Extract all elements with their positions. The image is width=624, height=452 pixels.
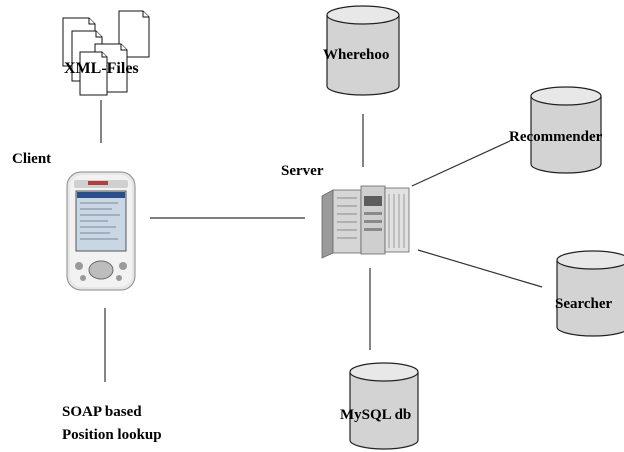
server-label: Server [281, 163, 324, 179]
client-label: Client [12, 151, 51, 167]
recommender-label: Recommender [509, 129, 603, 145]
searcher-label: Searcher [555, 296, 613, 312]
edge-server-recommender [411, 140, 511, 187]
pda-icon [66, 171, 136, 291]
searcher-database-icon [556, 250, 624, 337]
server-rack-icon [321, 185, 410, 259]
xml-files-label: XML-Files [64, 60, 139, 77]
mysql-label: MySQL db [340, 407, 411, 423]
soap-lookup-line-2: Position lookup [62, 427, 162, 443]
edge-server-searcher [417, 249, 543, 288]
soap-lookup-line-1: SOAP based [62, 404, 142, 420]
wherehoo-database-icon [326, 5, 400, 96]
documents-icon [62, 10, 150, 96]
recommender-database-icon [530, 86, 602, 174]
wherehoo-label: Wherehoo [323, 47, 389, 63]
connector-lines [100, 100, 543, 382]
mysql-database-icon [349, 362, 419, 450]
